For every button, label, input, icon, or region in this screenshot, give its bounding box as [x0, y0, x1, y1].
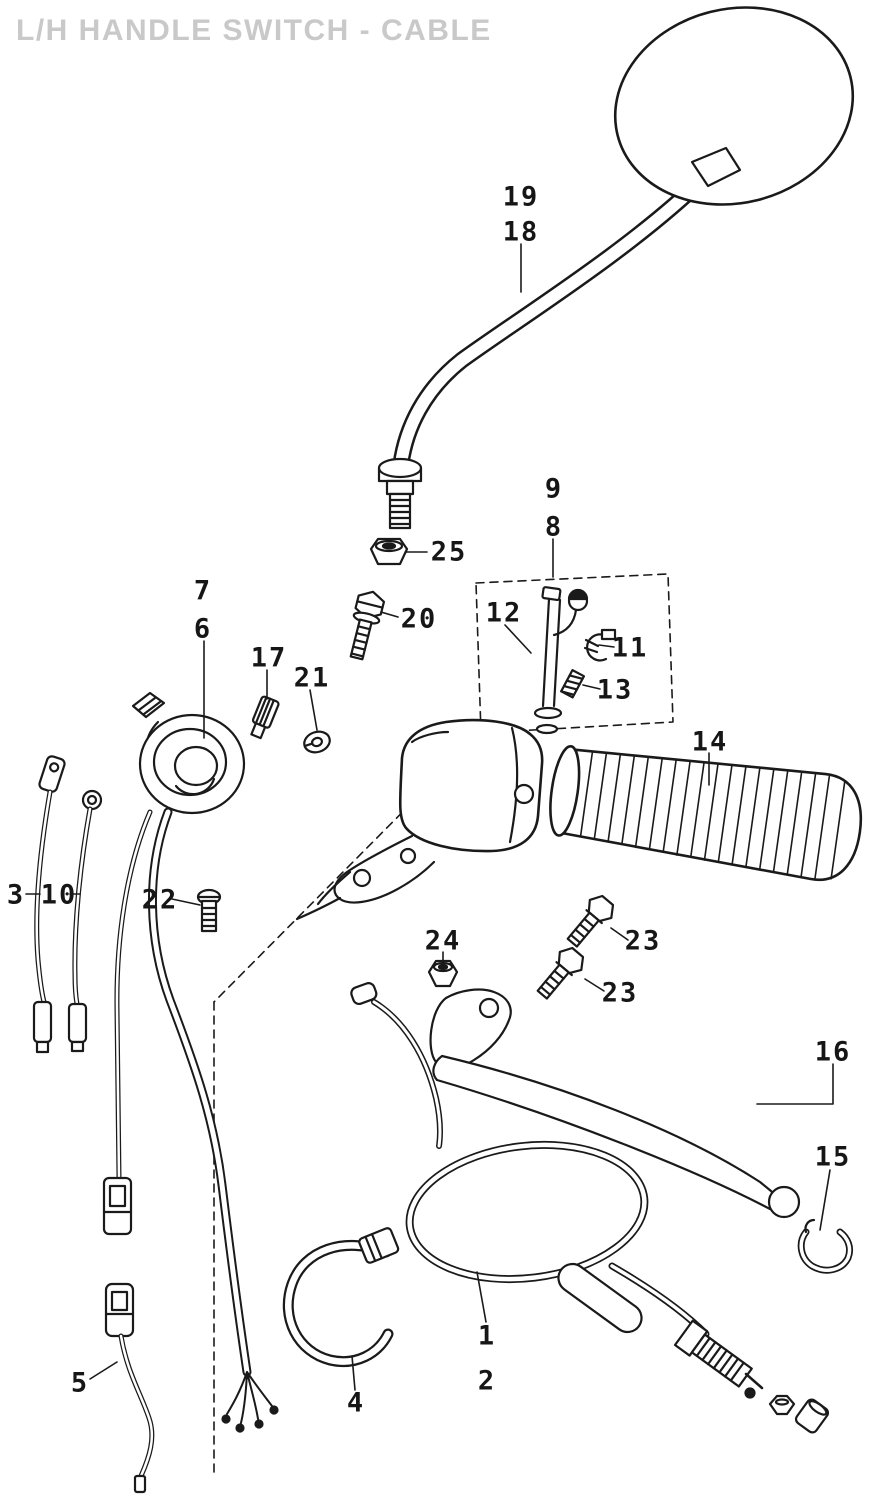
clutch-lever-blade	[429, 988, 801, 1219]
callout-14: 14	[691, 726, 729, 758]
switch-housing	[131, 691, 246, 815]
callout-11: 11	[611, 632, 649, 664]
callout-13: 13	[596, 674, 634, 706]
callout-25: 25	[430, 536, 468, 568]
callout-23-upper: 23	[624, 925, 662, 957]
callout-24: 24	[424, 925, 462, 957]
lever-pivot-arm	[552, 588, 589, 637]
lever-perch	[295, 718, 544, 921]
callout-15: 15	[814, 1141, 852, 1173]
callout-23-lower: 23	[601, 977, 639, 1009]
grip-14	[549, 744, 863, 882]
callout-3: 3	[6, 879, 26, 911]
callout-20: 20	[400, 603, 438, 635]
washer-21	[303, 730, 331, 754]
screw-22	[196, 888, 222, 933]
callout-16: 16	[814, 1036, 852, 1068]
callout-21: 21	[293, 662, 331, 694]
bolt-20	[349, 590, 386, 661]
callout-6: 6	[193, 613, 213, 645]
nut-25	[369, 537, 409, 566]
callout-9: 9	[544, 473, 564, 505]
callout-10: 10	[40, 879, 78, 911]
callout-2: 2	[477, 1365, 497, 1397]
mirror-head	[613, 6, 855, 206]
page-title: L/H HANDLE SWITCH - CABLE	[16, 14, 492, 47]
clamp-11	[583, 628, 617, 662]
bolt-23-lower	[536, 946, 585, 1000]
callout-4: 4	[346, 1387, 366, 1419]
spring-13	[560, 669, 586, 699]
callout-8: 8	[544, 511, 564, 543]
cable-10	[67, 789, 103, 1053]
callout-5: 5	[70, 1367, 90, 1399]
cable-assembly	[350, 982, 830, 1434]
pivot-bolt-12	[533, 586, 563, 735]
lever-hook-15	[797, 1218, 854, 1274]
knurled-pin-17	[250, 695, 280, 740]
callout-12: 12	[485, 597, 523, 629]
wire-5	[104, 1282, 155, 1494]
leader-lines	[25, 243, 834, 1391]
band-clamp-4	[282, 1227, 400, 1367]
callout-18: 18	[502, 216, 540, 248]
callout-22: 22	[141, 884, 179, 916]
callout-17: 17	[250, 642, 288, 674]
callout-19: 19	[502, 181, 540, 213]
mirror-stem	[392, 169, 713, 473]
cable-3	[32, 755, 66, 1054]
connector-wire	[102, 809, 153, 1236]
bolt-23-upper	[566, 894, 615, 948]
callout-1: 1	[477, 1320, 497, 1352]
wire-harness	[148, 807, 279, 1433]
callout-7: 7	[193, 575, 213, 607]
stem-stud	[377, 457, 423, 530]
